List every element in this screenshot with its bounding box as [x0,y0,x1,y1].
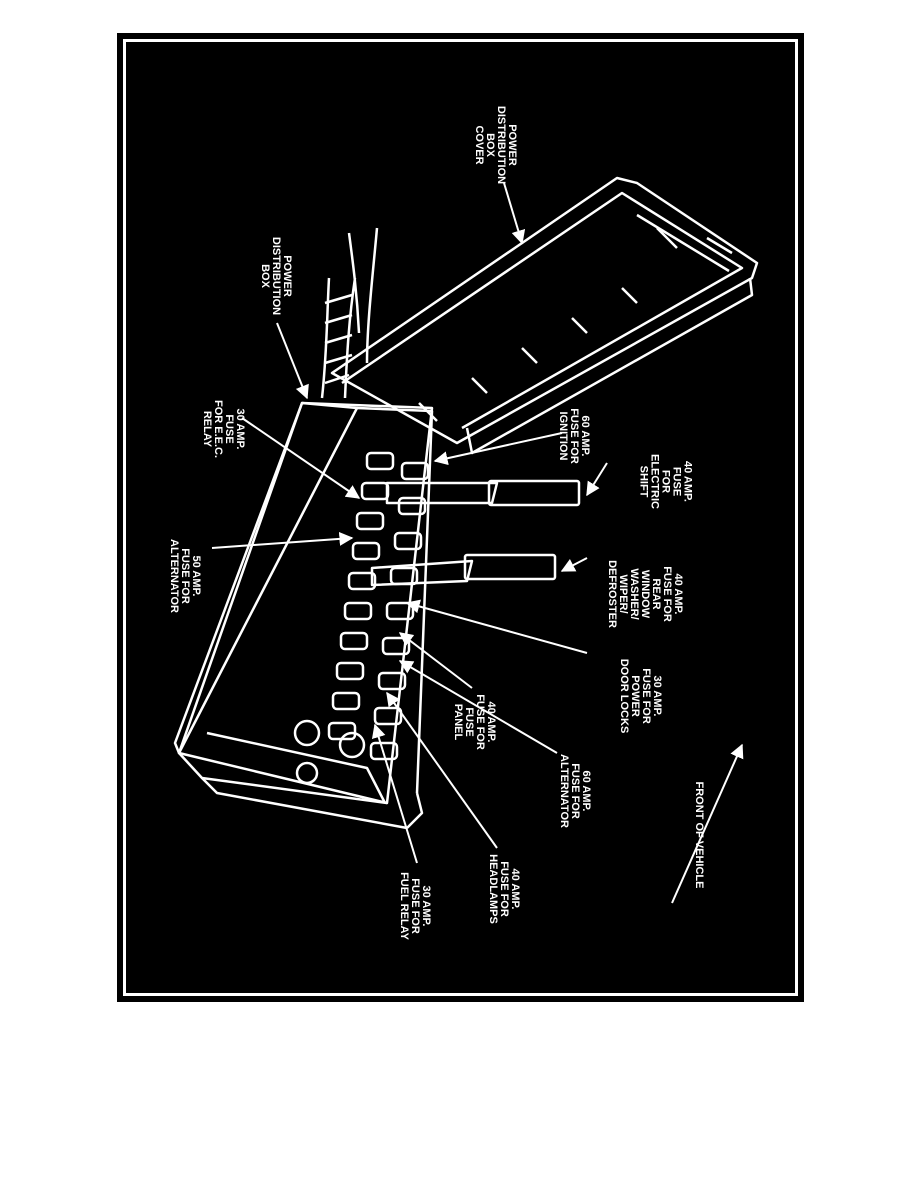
label-fuse-electric-shift: 40 AMP. FUSE FOR ELECTRIC SHIFT [637,454,694,509]
fuse-rows [293,451,430,785]
removed-fuses [370,479,581,587]
label-fuse-rear-window: 40 AMP. FUSE FOR REAR WINDOW WASHER/ WIP… [606,560,684,628]
box-cover [330,176,759,455]
label-fuse-eec-relay: 30 AMP. FUSE FOR E.E.C. RELAY [201,399,246,459]
label-front-of-vehicle: FRONT OF VEHICLE [693,781,705,889]
label-distribution-box: POWER DISTRIBUTION BOX [259,236,293,316]
label-fuse-ignition: 60 AMP. FUSE FOR IGNITION [557,408,591,464]
label-box-cover: POWER DISTRIBUTION BOX COVER [473,105,518,185]
diagram-frame [123,39,798,996]
label-fuse-power-door-locks: 30 AMP. FUSE FOR POWER DOOR LOCKS [618,658,663,734]
distribution-box [173,401,434,830]
label-fuse-fuse-panel: 40 AMP. FUSE FOR FUSE PANEL [452,694,497,750]
leader-lines [211,182,744,904]
label-fuse-alternator-50: 50 AMP. FUSE FOR ALTERNATOR [168,539,202,613]
diagram-panel: POWER DISTRIBUTION BOX COVER POWER DISTR… [117,33,804,1002]
label-fuse-headlamps: 40 AMP. FUSE FOR HEADLAMPS [487,854,521,924]
label-fuse-alternator-60: 60 AMP. FUSE FOR ALTERNATOR [558,754,592,828]
fuse-box-illustration [173,176,759,904]
label-fuse-fuel-relay: 30 AMP. FUSE FOR FUEL RELAY [398,872,432,940]
wiring-harness [320,227,379,399]
